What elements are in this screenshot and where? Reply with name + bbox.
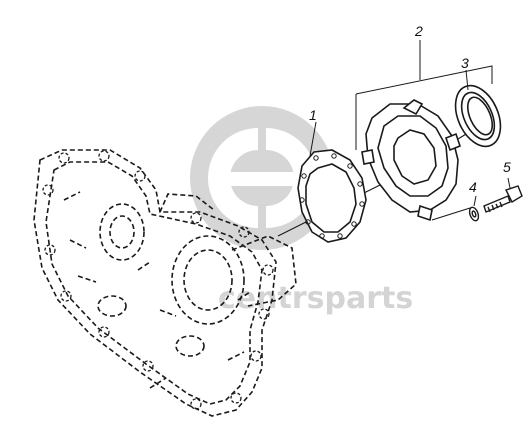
callout-1: 1: [309, 107, 317, 123]
transmission-housing: [33, 149, 297, 417]
gasket: [297, 149, 367, 243]
cover-assembly: [361, 99, 461, 222]
watermark-text: centrsparts: [218, 281, 413, 316]
housing-bolt-bosses: [42, 150, 274, 410]
washer: [468, 206, 480, 222]
gasket-holes: [299, 153, 365, 239]
bolt: [483, 185, 523, 213]
seal-ring: [454, 84, 502, 148]
leader-lines: [309, 40, 511, 207]
callout-3: 3: [461, 55, 469, 71]
callout-2: 2: [414, 23, 423, 39]
callout-labels: 1 2 3 4 5: [309, 23, 511, 195]
callout-4: 4: [469, 179, 477, 195]
callout-5: 5: [503, 159, 511, 175]
cd-logo-icon: [190, 106, 334, 250]
